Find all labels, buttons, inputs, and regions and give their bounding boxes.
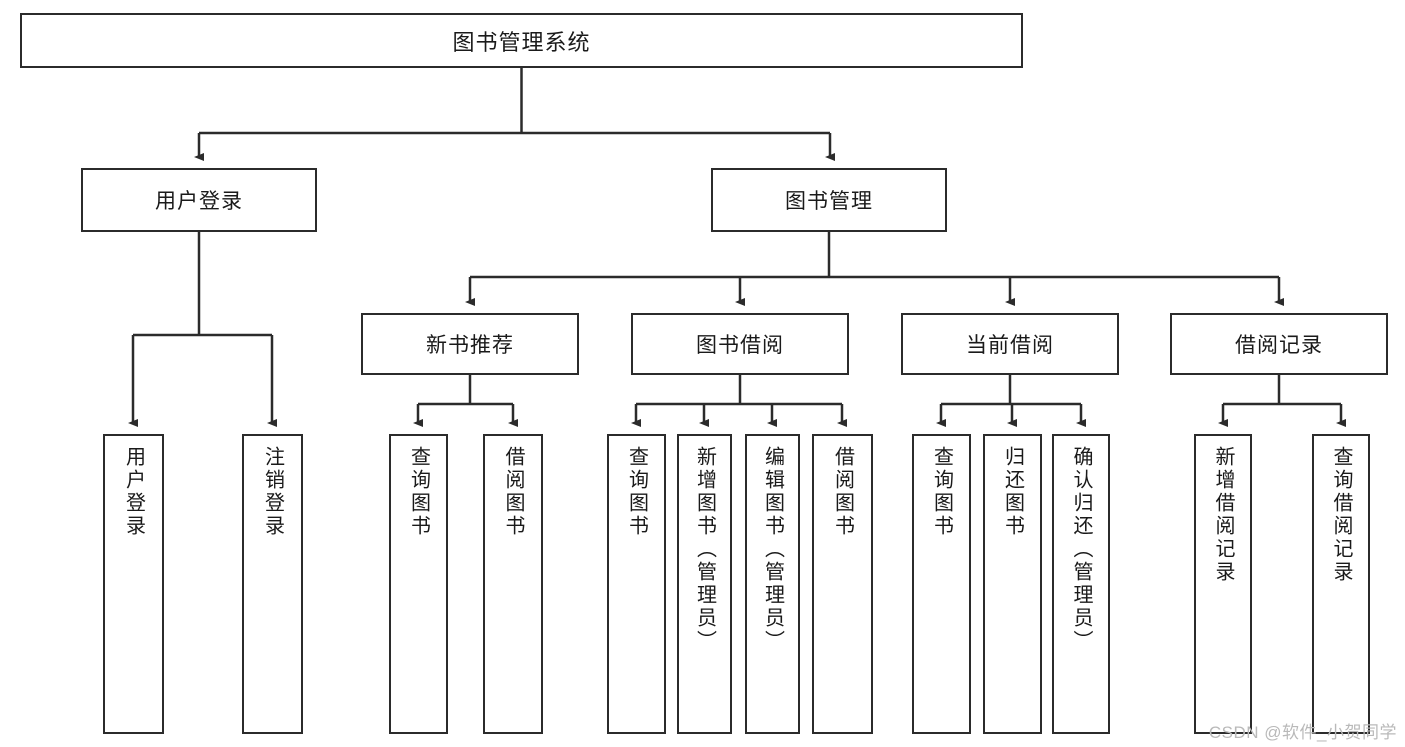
node-label: 新书推荐 <box>426 334 514 357</box>
node-root-system[interactable]: 图书管理系统 <box>20 13 1023 68</box>
node-label: 图书管理系统 <box>452 29 591 55</box>
watermark: CSDN @软件_小贺同学 <box>1208 723 1397 742</box>
node-book-borrow[interactable]: 图书借阅 <box>631 313 849 375</box>
node-label: 新增图书（管理员） <box>693 446 716 653</box>
node-label: 查询图书 <box>930 446 953 538</box>
node-leaf-query-book-3[interactable]: 查询图书 <box>912 434 971 734</box>
node-new-book-recommend[interactable]: 新书推荐 <box>361 313 579 375</box>
node-label: 查询图书 <box>407 446 430 538</box>
node-label: 查询借阅记录 <box>1330 446 1352 584</box>
node-label: 图书借阅 <box>696 334 784 357</box>
node-label: 借阅图书 <box>831 446 854 538</box>
node-leaf-confirm-return[interactable]: 确认归还（管理员） <box>1052 434 1110 734</box>
node-label: 借阅图书 <box>502 446 524 538</box>
node-label: 用户登录 <box>155 190 243 213</box>
node-label: 当前借阅 <box>966 334 1054 357</box>
node-current-borrow[interactable]: 当前借阅 <box>901 313 1119 375</box>
node-label: 借阅记录 <box>1235 334 1323 357</box>
node-label: 确认归还（管理员） <box>1070 446 1092 653</box>
node-leaf-return-book[interactable]: 归还图书 <box>983 434 1042 734</box>
node-leaf-query-record[interactable]: 查询借阅记录 <box>1312 434 1370 734</box>
node-book-manage[interactable]: 图书管理 <box>711 168 947 232</box>
node-leaf-logout[interactable]: 注销登录 <box>242 434 303 734</box>
node-leaf-add-record[interactable]: 新增借阅记录 <box>1194 434 1252 734</box>
node-leaf-user-login[interactable]: 用户登录 <box>103 434 164 734</box>
node-leaf-borrow-book-1[interactable]: 借阅图书 <box>483 434 543 734</box>
node-borrow-record[interactable]: 借阅记录 <box>1170 313 1388 375</box>
node-leaf-add-book[interactable]: 新增图书（管理员） <box>677 434 732 734</box>
node-label: 编辑图书（管理员） <box>761 446 784 653</box>
node-label: 新增借阅记录 <box>1212 446 1234 584</box>
node-leaf-borrow-book-2[interactable]: 借阅图书 <box>812 434 873 734</box>
node-label: 注销登录 <box>261 446 284 538</box>
node-leaf-edit-book[interactable]: 编辑图书（管理员） <box>745 434 800 734</box>
node-label: 查询图书 <box>625 446 648 538</box>
node-label: 用户登录 <box>122 446 145 538</box>
node-leaf-query-book-2[interactable]: 查询图书 <box>607 434 666 734</box>
node-user-login[interactable]: 用户登录 <box>81 168 317 232</box>
node-label: 归还图书 <box>1001 446 1024 538</box>
node-leaf-query-book-1[interactable]: 查询图书 <box>389 434 448 734</box>
node-label: 图书管理 <box>785 190 873 213</box>
